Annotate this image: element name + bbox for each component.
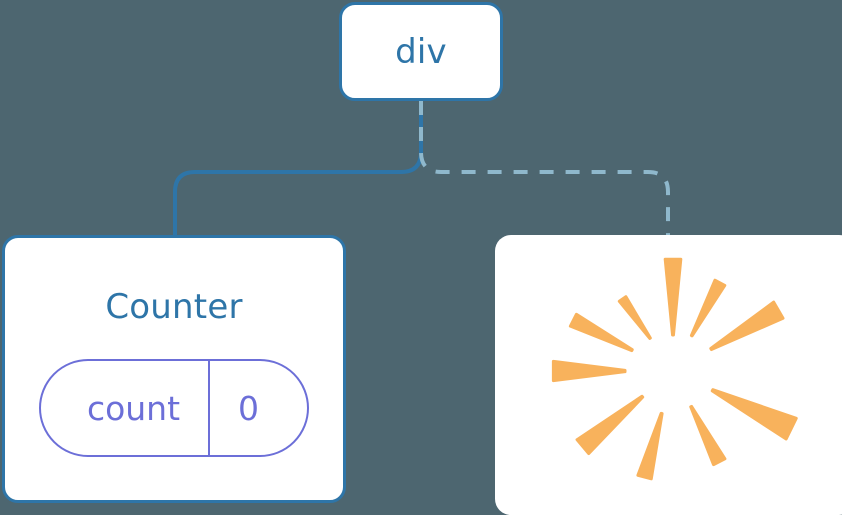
state-pill-value: 0 <box>238 388 260 428</box>
node-div-label: div <box>395 31 447 72</box>
burst-ray-0 <box>663 257 683 337</box>
node-burst[interactable] <box>495 235 842 515</box>
sparkle-burst-icon <box>551 257 798 481</box>
node-div[interactable]: div <box>339 2 503 101</box>
burst-ray-2 <box>568 312 634 353</box>
edge-root-to-counter <box>173 101 423 240</box>
burst-ray-9 <box>689 278 727 338</box>
burst-ray-7 <box>710 388 798 441</box>
state-pill-count[interactable]: count 0 <box>38 359 310 457</box>
sparkle-burst-rays <box>551 257 798 481</box>
burst-ray-5 <box>636 411 664 481</box>
state-pill-key: count <box>86 388 181 428</box>
burst-ray-1 <box>617 295 652 340</box>
burst-ray-4 <box>575 394 645 456</box>
burst-ray-3 <box>551 359 627 383</box>
edge-root-to-burst <box>419 101 670 240</box>
burst-ray-8 <box>709 300 785 352</box>
node-counter-label: Counter <box>105 287 243 327</box>
burst-ray-6 <box>689 404 727 467</box>
state-pill-divider <box>208 361 211 455</box>
node-counter[interactable]: Counter count 0 <box>2 235 346 503</box>
